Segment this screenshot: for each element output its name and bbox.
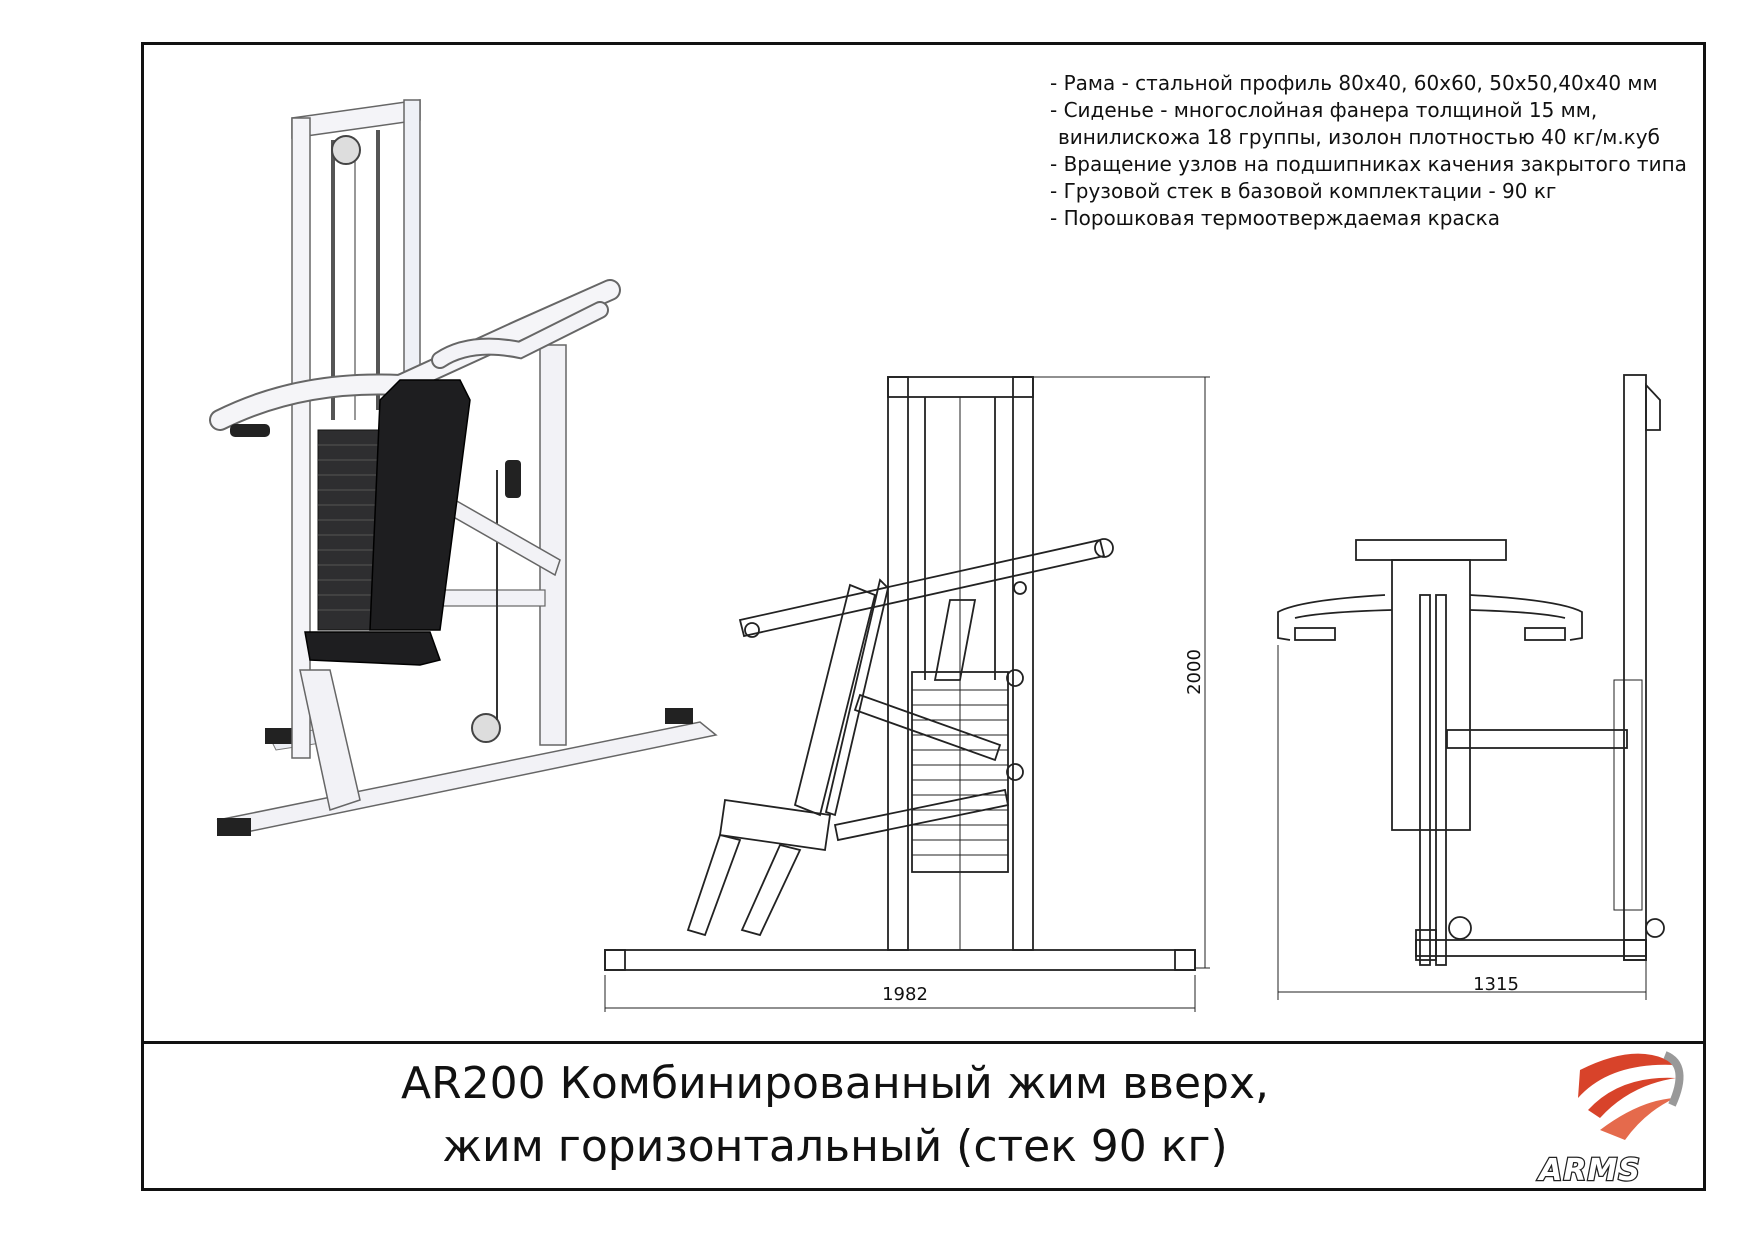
width-dimension: 1315 <box>1473 974 1519 995</box>
spec-item-seat-cont: винилискожа 18 группы, изолон плотностью… <box>1058 125 1660 149</box>
side-view <box>604 376 1196 971</box>
spec-list: - Рама - стальной профиль 80х40, 60х60, … <box>1050 70 1690 232</box>
foot-pad <box>665 708 693 724</box>
foot-pad <box>217 818 251 836</box>
logo-swoosh-red <box>1578 1053 1675 1098</box>
arms-logo: ARMS <box>1536 1051 1684 1189</box>
seat-pad <box>304 631 441 666</box>
isometric-render <box>209 99 718 836</box>
spec-item-frame: - Рама - стальной профиль 80х40, 60х60, … <box>1050 71 1658 95</box>
handle-grip <box>230 424 270 437</box>
backrest-pad <box>369 379 471 631</box>
height-dimension: 2000 <box>1184 649 1205 695</box>
page-title: AR200 Комбинированный жим вверх, жим гор… <box>300 1052 1370 1178</box>
dimension-lines-side <box>604 376 1210 1012</box>
front-view <box>1277 374 1665 966</box>
spec-item-bearings: - Вращение узлов на подшипниках качения … <box>1050 152 1687 176</box>
logo-text: ARMS <box>1537 1153 1641 1188</box>
title-block-divider <box>141 1041 1706 1044</box>
title-line-2: жим горизонтальный (стек 90 кг) <box>442 1121 1228 1172</box>
handle-grip <box>505 460 521 498</box>
foot-pad <box>265 728 295 744</box>
title-line-1: AR200 Комбинированный жим вверх, <box>401 1058 1269 1109</box>
length-dimension: 1982 <box>882 984 928 1005</box>
spec-item-paint: - Порошковая термоотверждаемая краска <box>1050 206 1500 230</box>
dimension-lines-front <box>1277 645 1647 1000</box>
logo-swoosh-gray <box>1663 1051 1684 1107</box>
spec-item-stack: - Грузовой стек в базовой комплектации -… <box>1050 179 1557 203</box>
drawing-frame <box>141 42 1706 1191</box>
spec-item-seat: - Сиденье - многослойная фанера толщиной… <box>1050 98 1598 122</box>
